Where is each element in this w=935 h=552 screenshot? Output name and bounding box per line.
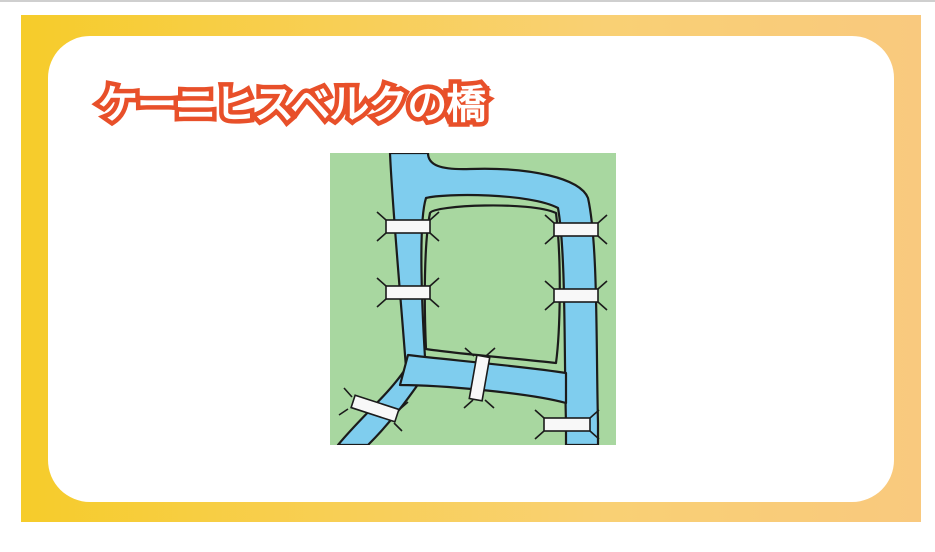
bridge-north-east — [544, 214, 608, 245]
bridge-north-west — [376, 211, 440, 242]
bridge-middle-west — [376, 277, 440, 308]
bridge-south-east — [534, 409, 600, 440]
bridges-map-illustration — [330, 153, 616, 445]
bridge-south-west — [338, 387, 409, 432]
slide-title: ケーニヒスベルクの橋 — [93, 78, 490, 133]
bridge-middle-east — [544, 280, 608, 311]
bridges-map-svg — [330, 153, 616, 445]
central-island — [423, 204, 561, 365]
bridge-center — [463, 347, 496, 409]
top-rule — [0, 0, 935, 2]
